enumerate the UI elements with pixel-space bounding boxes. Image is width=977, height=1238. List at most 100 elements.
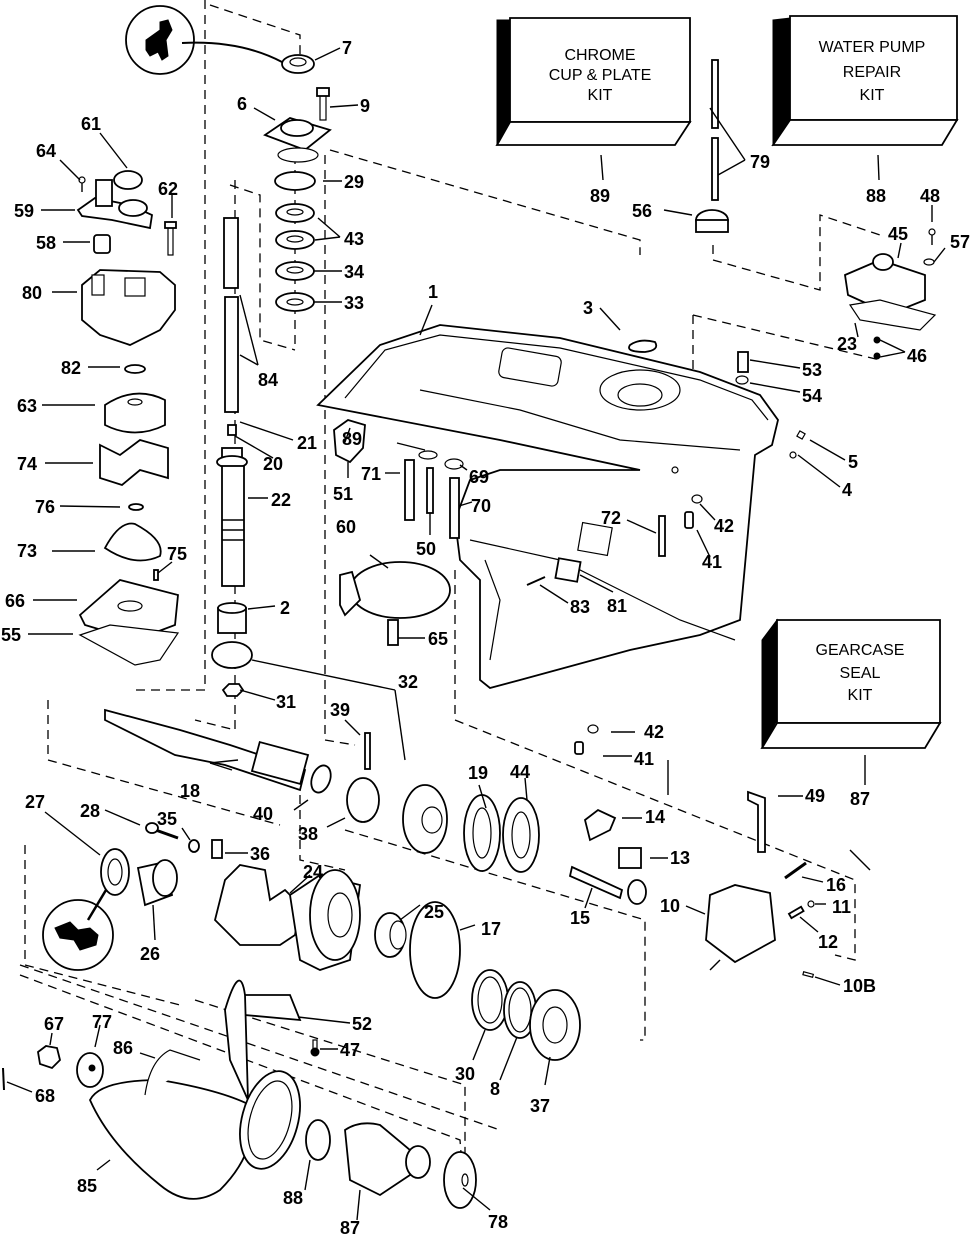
callout-25: 25 [424,902,444,922]
callout-37: 37 [530,1096,550,1116]
kit-91-line-1: WATER PUMP [819,39,926,56]
callout-30: 30 [455,1064,475,1084]
kit-92-line-1: CHROME [564,47,635,64]
callout-72: 72 [601,508,621,528]
seal-detail-icon [42,889,114,971]
callout-13: 13 [670,848,690,868]
callout-66: 66 [5,591,25,611]
callout-2: 2 [280,598,290,618]
callout-54: 54 [802,386,822,406]
kit-box-chrome-cup-plate: CHROME CUP & PLATE KIT 89 [495,17,692,206]
callout-17: 17 [481,919,501,939]
callout-34: 34 [344,262,364,282]
kit-box-gearcase-seal: GEARCASE SEAL KIT 87 [760,618,942,809]
callout-19: 19 [468,763,488,783]
callout-73: 73 [17,541,37,561]
callout-88: 88 [283,1188,303,1208]
kit-90-line-1: GEARCASE [816,642,905,659]
callout-92: 89 [590,186,610,206]
callout-27: 27 [25,792,45,812]
callout-57: 57 [950,232,970,252]
kit-91-line-2: REPAIR [843,64,901,81]
callout-42-lower: 42 [644,722,664,742]
callout-6: 6 [237,94,247,114]
kit-90-line-2: SEAL [840,665,881,682]
callout-82: 82 [61,358,81,378]
callout-46: 46 [907,346,927,366]
callout-43: 43 [344,229,364,249]
callout-10: 10 [660,896,680,916]
callout-49: 49 [805,786,825,806]
callout-79: 79 [750,152,770,172]
callout-67: 67 [44,1014,64,1034]
kit-92-line-2: CUP & PLATE [549,67,652,84]
callout-26: 26 [140,944,160,964]
callout-52: 52 [352,1014,372,1034]
callout-22: 22 [271,490,291,510]
callout-84: 84 [258,370,278,390]
callout-87: 87 [340,1218,360,1238]
callout-11: 11 [832,897,851,917]
callout-36: 36 [250,844,270,864]
callout-59: 59 [14,201,34,221]
callout-44: 44 [510,762,530,782]
callout-56: 56 [632,201,652,221]
callout-20: 20 [263,454,283,474]
callout-47: 47 [340,1040,360,1060]
callout-14: 14 [645,807,665,827]
callout-32: 32 [398,672,418,692]
callout-64: 64 [36,141,56,161]
callout-8: 8 [490,1079,500,1099]
callout-24: 24 [303,862,323,882]
callout-40: 40 [253,804,273,824]
callout-62: 62 [158,179,178,199]
callout-81: 81 [607,596,627,616]
callout-15: 15 [570,908,590,928]
callout-69: 69 [469,467,489,487]
callout-90: 87 [850,789,870,809]
callout-39: 39 [330,700,350,720]
kit-90-line-3: KIT [848,687,873,704]
callout-28: 28 [80,801,100,821]
callout-91: 88 [866,186,886,206]
callout-60: 60 [336,517,356,537]
callout-4: 4 [842,480,852,500]
callout-42-upper: 42 [714,516,734,536]
callout-74: 74 [17,454,37,474]
callout-77: 77 [92,1012,112,1032]
callout-41-lower: 41 [634,749,654,769]
callout-9: 9 [360,96,370,116]
callout-38: 38 [298,824,318,844]
callout-78: 78 [488,1212,508,1232]
callout-89: 89 [342,429,362,449]
callout-35: 35 [157,809,177,829]
callout-23: 23 [837,334,857,354]
callout-45: 45 [888,224,908,244]
callout-76: 76 [35,497,55,517]
kit-92-line-3: KIT [588,87,613,104]
callout-5: 5 [848,452,858,472]
callout-7: 7 [342,38,352,58]
callout-16: 16 [826,875,846,895]
callout-10b: 10B [843,976,876,996]
callout-21: 21 [297,433,317,453]
kit-91-line-3: KIT [860,87,885,104]
callout-80: 80 [22,283,42,303]
callout-50: 50 [416,539,436,559]
callout-58: 58 [36,233,56,253]
kit-box-water-pump-repair: WATER PUMP REPAIR KIT 88 [771,15,959,206]
gearcase-housing: 1 [316,282,779,689]
callout-1: 1 [428,282,438,302]
callout-51: 51 [333,484,353,504]
callout-41-upper: 41 [702,552,722,572]
callout-65: 65 [428,629,448,649]
callout-71: 71 [361,464,381,484]
leader-lines [6,47,946,1221]
callout-86: 86 [113,1038,133,1058]
callout-labels: 7 9 6 29 43 34 33 84 61 64 62 59 58 80 8… [1,38,970,1238]
callout-53: 53 [802,360,822,380]
callout-48: 48 [920,186,940,206]
callout-55: 55 [1,625,21,645]
callout-70: 70 [471,496,491,516]
